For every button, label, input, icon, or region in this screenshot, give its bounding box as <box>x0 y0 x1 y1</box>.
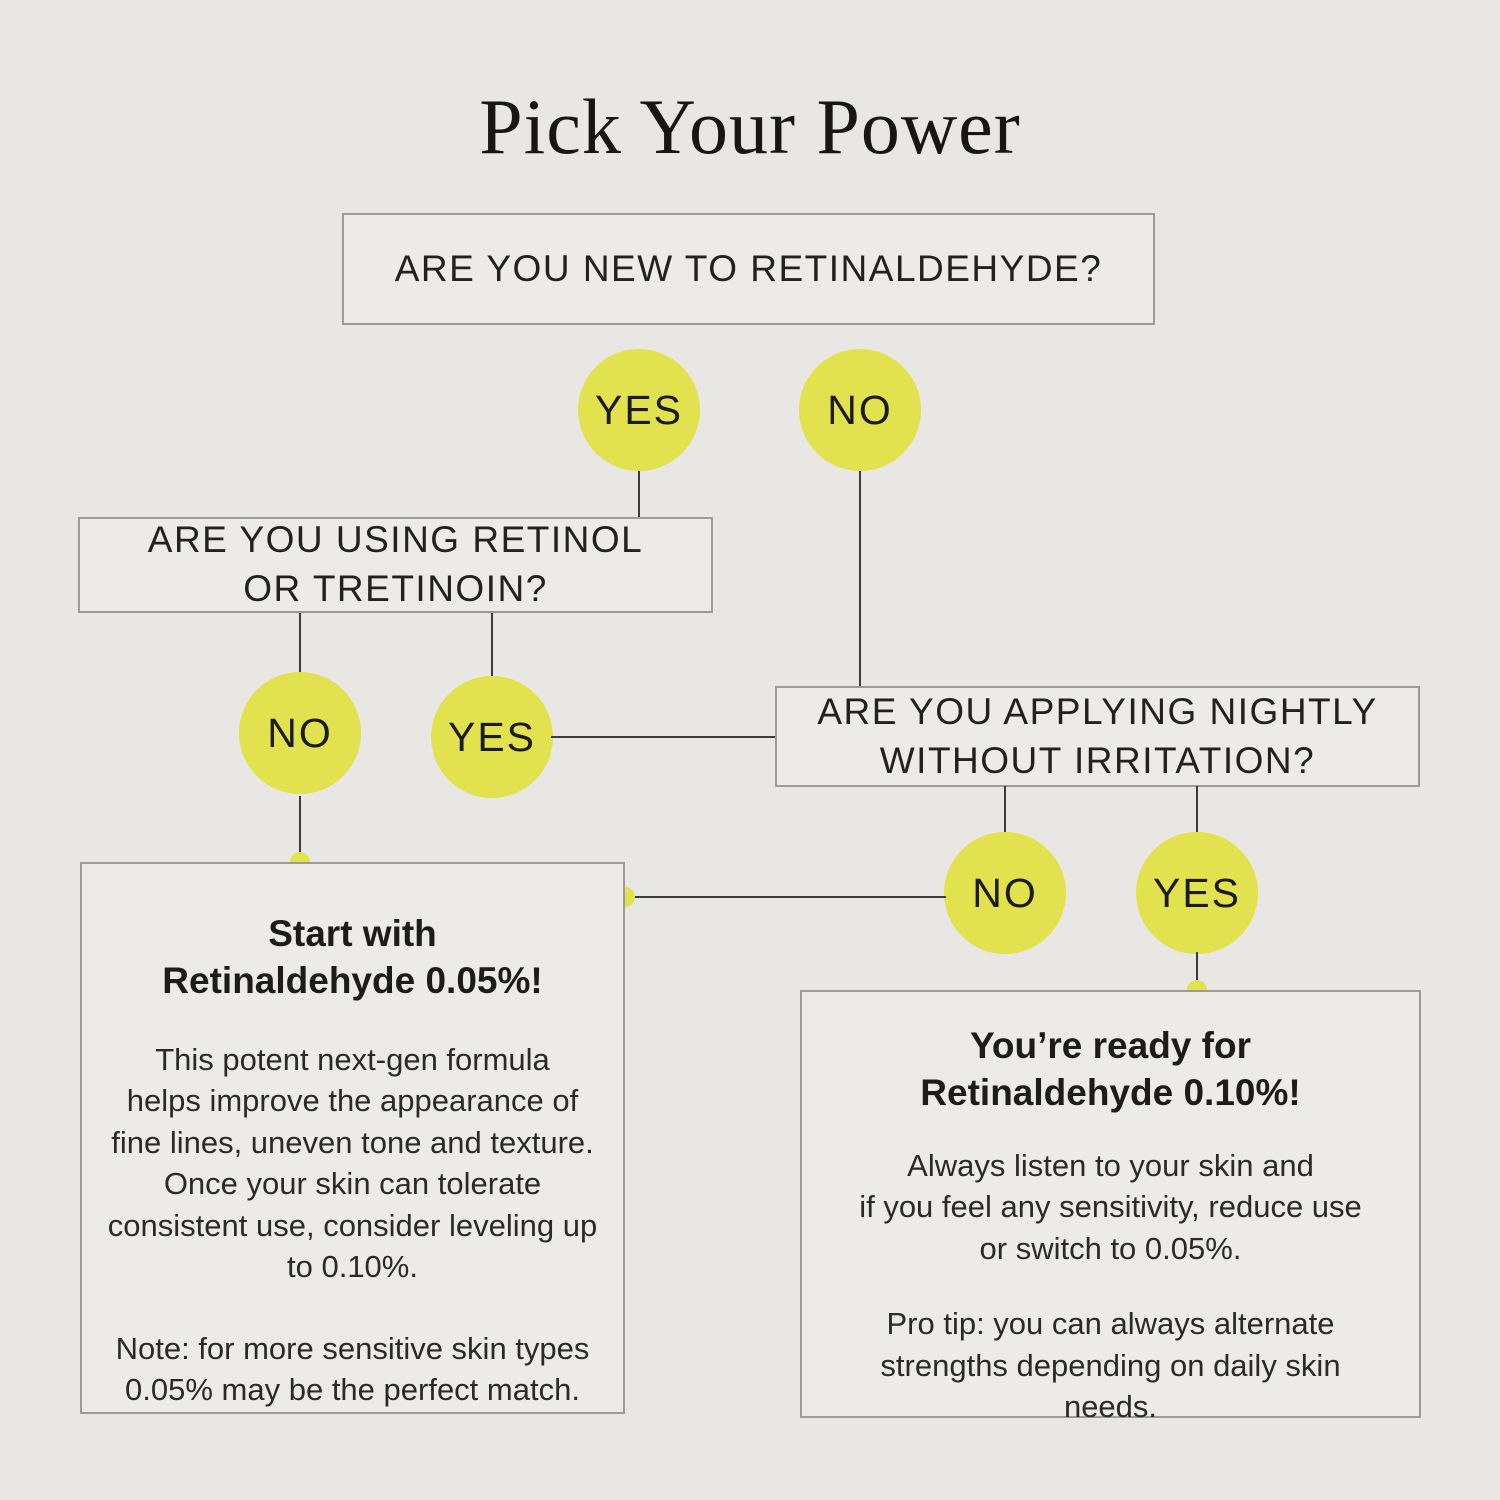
question-box-new-to-retinaldehyde: ARE YOU NEW TO RETINALDEHYDE? <box>342 213 1155 325</box>
question-box-retinol-or-tretinoin: ARE YOU USING RETINOL OR TRETINOIN? <box>78 517 713 613</box>
circle-q1-no: NO <box>799 349 921 471</box>
result-body: This potent next-gen formula helps impro… <box>107 1041 598 1285</box>
connector-q3-to-yes <box>1196 786 1198 833</box>
page-title: Pick Your Power <box>479 83 1021 170</box>
connector-q2-to-no <box>299 613 301 673</box>
question-text: ARE YOU USING RETINOL OR TRETINOIN? <box>147 519 644 609</box>
circle-q3-no: NO <box>944 832 1066 954</box>
connector-q1yes-to-q2 <box>638 467 640 518</box>
result-box-005: Start with Retinaldehyde 0.05%! This pot… <box>80 862 625 1414</box>
circle-label: YES <box>594 386 684 433</box>
result-title: You’re ready for Retinaldehyde 0.10%! <box>920 1025 1301 1114</box>
question-box-applying-nightly: ARE YOU APPLYING NIGHTLY WITHOUT IRRITAT… <box>775 686 1420 787</box>
connector-q1no-to-q3 <box>859 467 861 687</box>
circle-q2-yes: YES <box>431 676 553 798</box>
circle-q1-yes: YES <box>578 349 700 471</box>
result-note: Note: for more sensitive skin types 0.05… <box>115 1330 590 1408</box>
circle-label: YES <box>447 713 537 760</box>
connector-q2yes-to-q3 <box>551 736 776 738</box>
connector-q2no-to-result-a <box>299 796 301 862</box>
connector-q3yes-to-result-b <box>1196 952 1198 990</box>
circle-q2-no: NO <box>239 672 361 794</box>
question-text: ARE YOU NEW TO RETINALDEHYDE? <box>394 247 1103 289</box>
circle-label: NO <box>972 869 1038 916</box>
connector-q2-to-yes <box>491 613 493 677</box>
result-title: Start with Retinaldehyde 0.05%! <box>162 913 543 1002</box>
connector-q3no-to-result-a <box>625 896 946 898</box>
result-body: Always listen to your skin and if you fe… <box>859 1147 1362 1266</box>
circle-q3-yes: YES <box>1136 832 1258 954</box>
circle-label: NO <box>827 386 893 433</box>
result-box-010: You’re ready for Retinaldehyde 0.10%! Al… <box>800 990 1421 1424</box>
circle-label: YES <box>1152 869 1242 916</box>
connector-q3-to-no <box>1004 786 1006 833</box>
question-text: ARE YOU APPLYING NIGHTLY WITHOUT IRRITAT… <box>817 690 1378 781</box>
result-note: Pro tip: you can always alternate streng… <box>880 1306 1341 1425</box>
circle-label: NO <box>267 709 333 756</box>
